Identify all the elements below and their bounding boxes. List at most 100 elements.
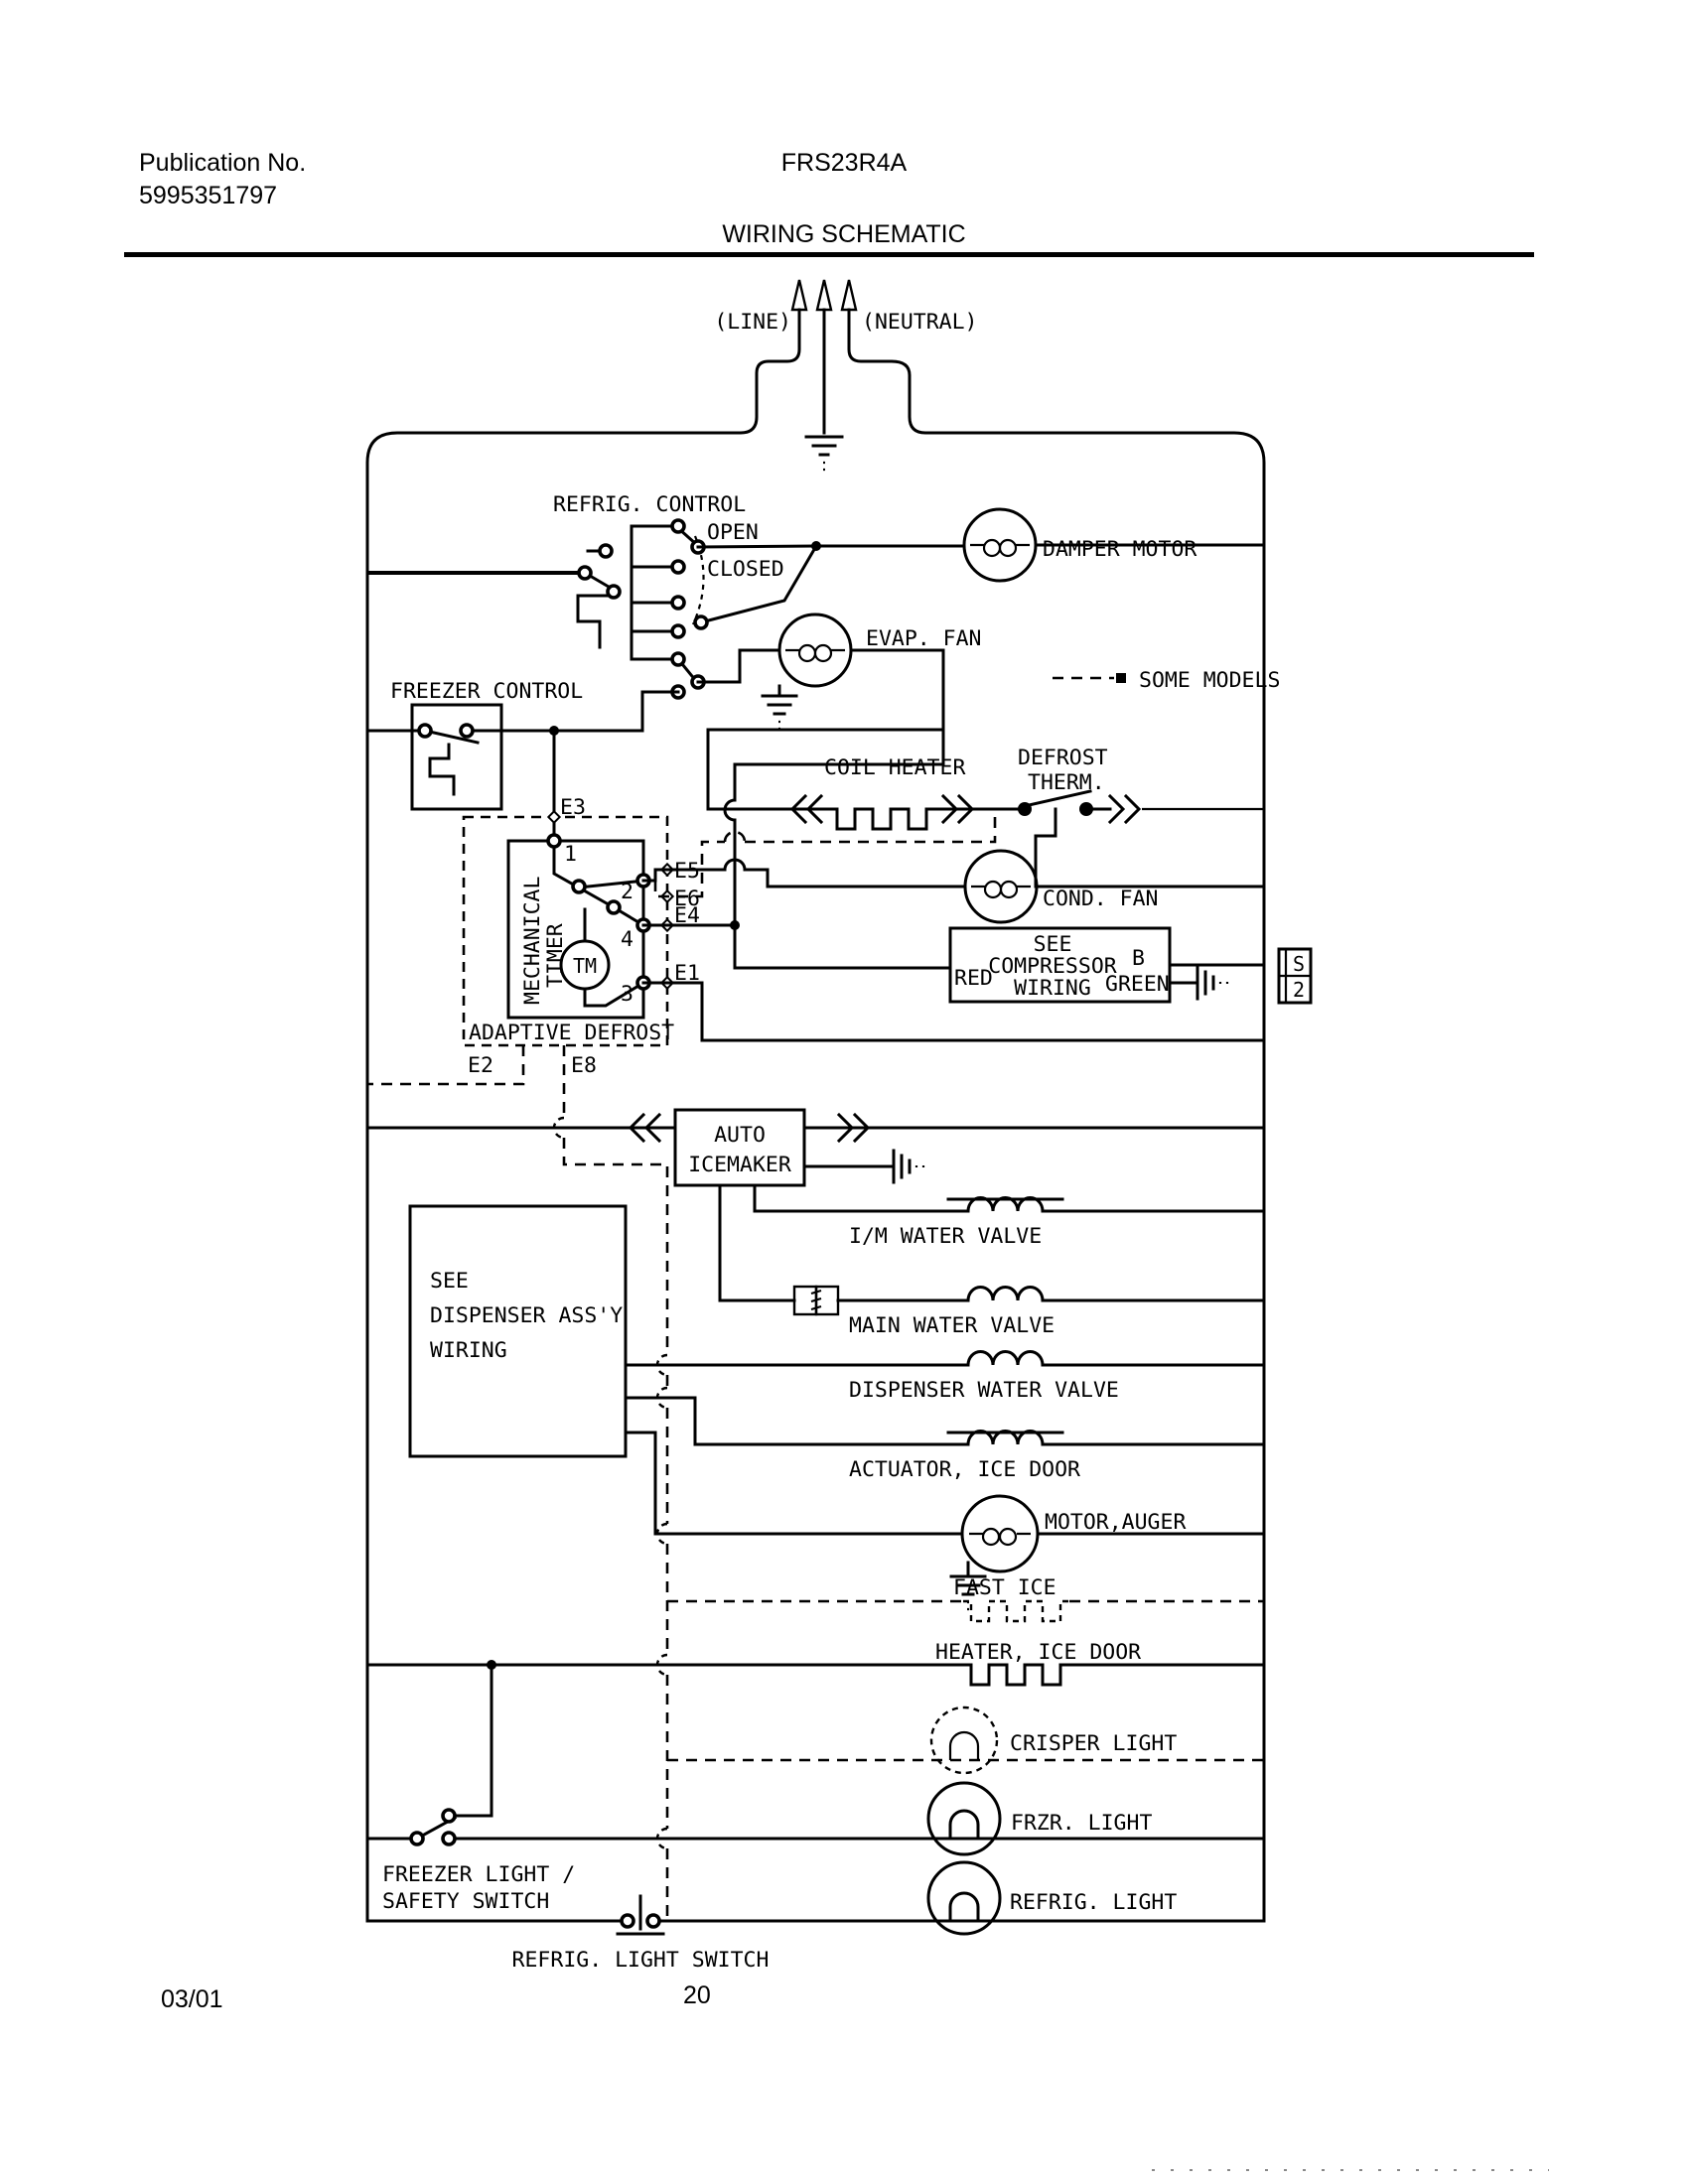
damper-motor-symbol bbox=[962, 507, 1038, 583]
e6-hop bbox=[723, 830, 747, 843]
e5-wire bbox=[641, 868, 770, 888]
icemaker-box bbox=[673, 1108, 806, 1187]
terminal-3-label: 3 bbox=[621, 982, 633, 1007]
terminal-2-label: 2 bbox=[621, 880, 633, 904]
defrost-therm-label-2: THERM. bbox=[1028, 770, 1105, 795]
ground-icon bbox=[804, 435, 844, 472]
im-valve-coil bbox=[966, 1195, 1045, 1213]
e5-hop bbox=[723, 858, 747, 872]
line-label: (LINE) bbox=[714, 310, 791, 335]
main-water-valve-row: MAIN WATER VALVE bbox=[792, 1285, 1266, 1338]
im-water-valve-label: I/M WATER VALVE bbox=[849, 1224, 1042, 1249]
neutral-label: (NEUTRAL) bbox=[862, 310, 978, 335]
heater-ice-door-row: HEATER, ICE DOOR bbox=[365, 1640, 1266, 1687]
publication-label: Publication No. bbox=[139, 149, 306, 177]
open-label: OPEN bbox=[707, 520, 759, 545]
compressor-label-1: SEE bbox=[1034, 932, 1072, 957]
red-label: RED bbox=[954, 966, 993, 991]
s2-divider bbox=[1279, 949, 1311, 1003]
some-models-label: SOME MODELS bbox=[1139, 668, 1280, 693]
adaptive-defrost-box bbox=[462, 815, 669, 1047]
compressor-section: SEE COMPRESSOR WIRING RED B GREEN S 2 bbox=[641, 920, 1313, 1042]
evap-ground-icon bbox=[761, 684, 798, 731]
left-rail bbox=[365, 308, 801, 1923]
document-footer: 03/01 20 bbox=[161, 1981, 1549, 2171]
actuator-ice-door-row: ACTUATOR, ICE DOOR bbox=[624, 1396, 1266, 1482]
inline-connector-icon bbox=[792, 1285, 840, 1316]
adaptive-defrost-label: ADAPTIVE DEFROST bbox=[469, 1021, 674, 1045]
contact-leads bbox=[630, 524, 677, 661]
line-arrow-icon bbox=[790, 279, 808, 312]
motor-coil-icon bbox=[969, 1527, 1031, 1547]
green-ground-icon bbox=[1196, 965, 1229, 1001]
crisper-light-row: CRISPER LIGHT bbox=[667, 1706, 1264, 1775]
compressor-label-2: COMPRESSOR bbox=[988, 954, 1116, 979]
icemaker-chevron-left-icon bbox=[628, 1112, 662, 1144]
timer-internal-wires bbox=[552, 839, 646, 1008]
switch-travel-arc bbox=[691, 535, 705, 625]
icemaker-row: AUTO ICEMAKER bbox=[365, 1108, 1266, 1302]
coil-heater-resistor bbox=[827, 807, 936, 831]
defrost-step-wire bbox=[1034, 807, 1057, 888]
legend-dot-icon bbox=[1116, 673, 1126, 683]
refrig-control: REFRIG. CONTROL OPEN CLOSED bbox=[367, 492, 819, 700]
motor-auger-row: MOTOR,AUGER bbox=[624, 1431, 1266, 1611]
e2-dashed-wire bbox=[367, 1045, 525, 1086]
motor-auger-symbol bbox=[960, 1494, 1040, 1573]
dispenser-water-valve-label: DISPENSER WATER VALVE bbox=[849, 1378, 1119, 1403]
s2-bottom-label: 2 bbox=[1293, 978, 1305, 1002]
connector-chevron-left-icon bbox=[789, 793, 824, 825]
damper-motor-label: DAMPER MOTOR bbox=[1043, 537, 1196, 562]
crisper-light-label: CRISPER LIGHT bbox=[1010, 1731, 1177, 1756]
cond-coil-icon bbox=[971, 880, 1031, 899]
connector-chevron-right2-icon bbox=[1107, 793, 1142, 825]
footer-date: 03/01 bbox=[161, 1985, 223, 2013]
freezer-control-box bbox=[410, 703, 503, 811]
frzr-light-label: FRZR. LIGHT bbox=[1011, 1811, 1152, 1836]
e6-label: E6 bbox=[674, 887, 700, 911]
dispenser-water-valve-row: DISPENSER WATER VALVE bbox=[624, 1349, 1266, 1403]
e8-dashed-wire bbox=[562, 1045, 669, 1921]
actuator-feed bbox=[624, 1396, 970, 1446]
e2-e8-routes bbox=[367, 1045, 669, 1921]
document-header: Publication No. 5995351797 FRS23R4A WIRI… bbox=[124, 149, 1534, 257]
refrig-light-switch-label: REFRIG. LIGHT SWITCH bbox=[512, 1948, 770, 1973]
connector-chevron-right-icon bbox=[940, 793, 975, 825]
freezer-light-switch-label-2: SAFETY SWITCH bbox=[382, 1889, 549, 1914]
tm-label: TM bbox=[573, 954, 597, 978]
adaptive-defrost: E3 ADAPTIVE DEFROST MECHANICAL TIMER TM … bbox=[462, 729, 700, 1078]
dispenser-valve-coil bbox=[966, 1349, 1045, 1367]
frzr-lamp-icon bbox=[948, 1809, 980, 1841]
fast-ice-resistor bbox=[963, 1599, 1069, 1623]
refrig-light-label: REFRIG. LIGHT bbox=[1010, 1890, 1177, 1915]
center-arrow-icon bbox=[815, 279, 833, 312]
cond-fan-symbol bbox=[963, 849, 1039, 924]
cond-fan-label: COND. FAN bbox=[1043, 887, 1159, 911]
dashed-wire-hops bbox=[552, 1116, 668, 1850]
dispenser-box bbox=[408, 1204, 628, 1458]
mechanical-timer-label-1: MECHANICAL bbox=[520, 877, 545, 1005]
motor-auger-wire bbox=[624, 1431, 1266, 1536]
safety-switch-upper-wire bbox=[447, 1663, 493, 1818]
main-water-valve-label: MAIN WATER VALVE bbox=[849, 1313, 1055, 1338]
freezer-switch-arm bbox=[423, 729, 480, 745]
header-rule bbox=[124, 252, 1534, 257]
freezer-control: FREEZER CONTROL bbox=[365, 679, 680, 811]
evap-fan-label: EVAP. FAN bbox=[866, 626, 982, 651]
anticipator-zigzag bbox=[576, 594, 610, 649]
actuator-ice-door-label: ACTUATOR, ICE DOOR bbox=[849, 1457, 1080, 1482]
terminal-4-label: 4 bbox=[621, 927, 633, 952]
fast-ice-label: FAST ICE bbox=[953, 1575, 1056, 1600]
closed-throw-wire bbox=[699, 543, 819, 624]
terminal-1-label: 1 bbox=[564, 842, 577, 867]
coil-heater-label: COIL HEATER bbox=[824, 755, 965, 780]
im-water-valve-row: I/M WATER VALVE bbox=[849, 1195, 1266, 1249]
s2-top-label: S bbox=[1293, 952, 1305, 976]
dispenser-box-label-2: DISPENSER ASS'Y bbox=[430, 1303, 623, 1328]
neutral-arrow-icon bbox=[840, 279, 858, 312]
icemaker-drop-wires bbox=[718, 1183, 970, 1302]
compressor-label-3: WIRING bbox=[1014, 976, 1091, 1001]
frzr-light-row: FRZR. LIGHT FREEZER LIGHT / SAFETY SWITC… bbox=[365, 1663, 1266, 1914]
